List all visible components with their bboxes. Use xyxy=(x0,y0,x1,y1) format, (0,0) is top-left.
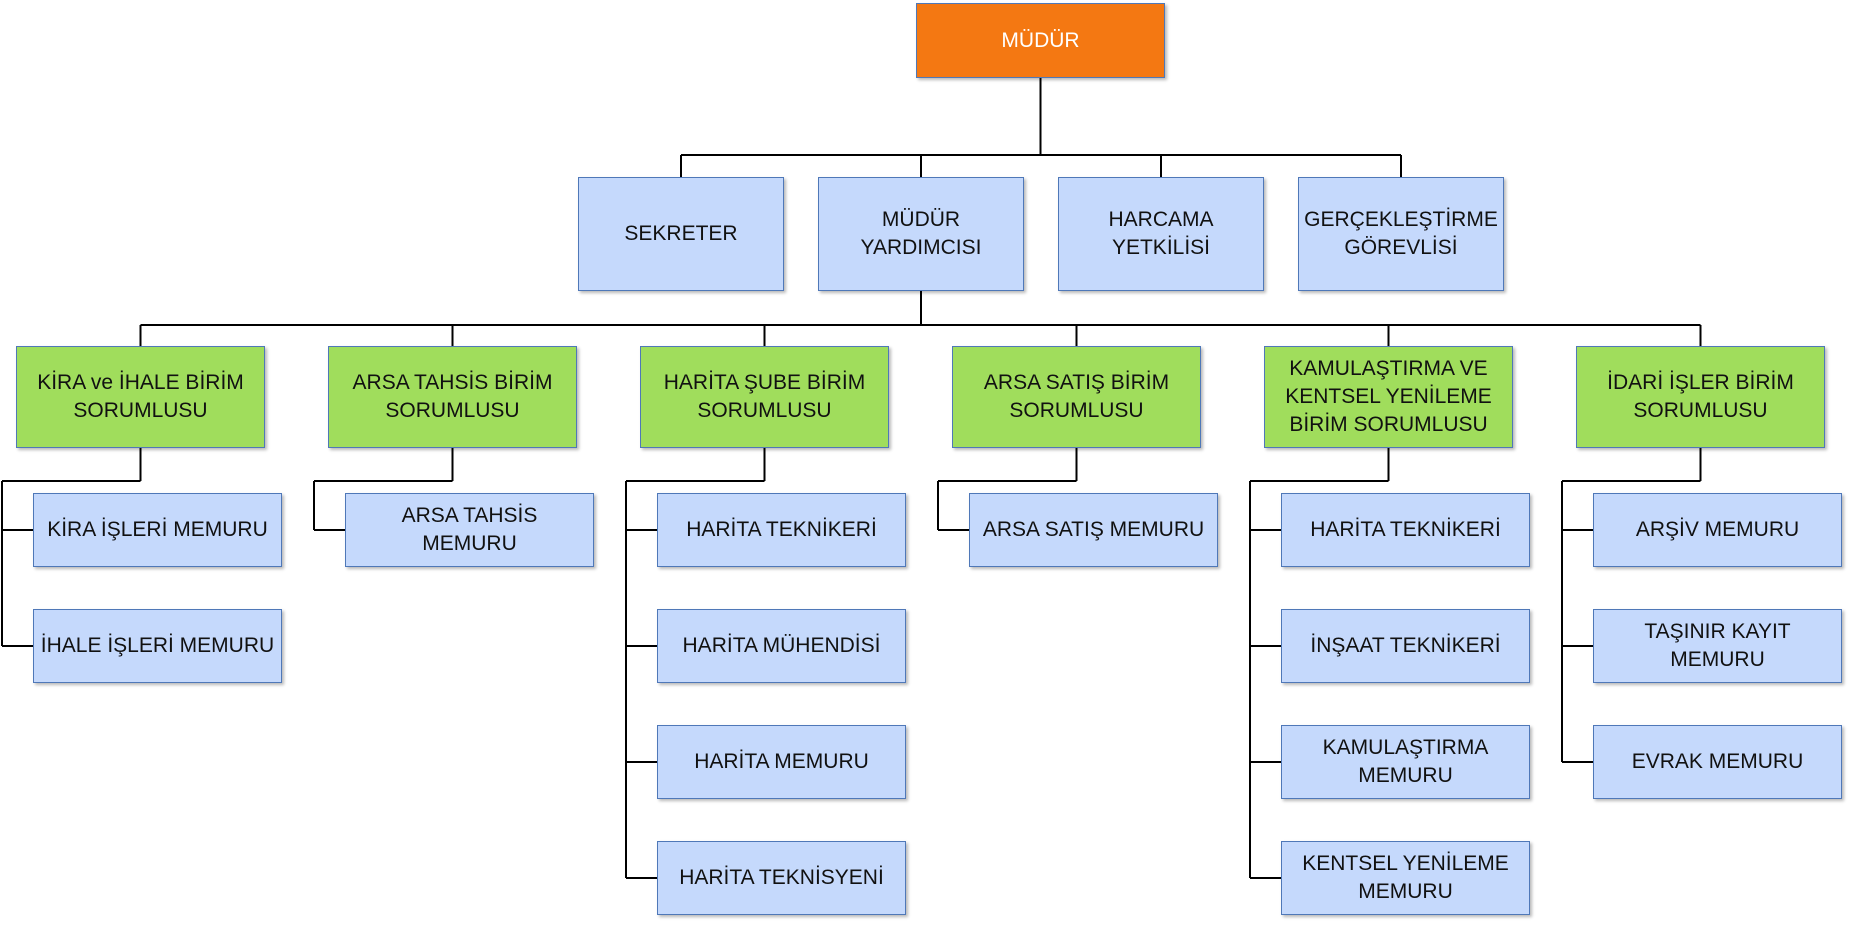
member-box-5-1: TAŞINIR KAYIT MEMURU xyxy=(1593,609,1842,683)
member-box-4-0-label: HARİTA TEKNİKERİ xyxy=(1310,518,1501,541)
member-box-0-1-label: İHALE İŞLERİ MEMURU xyxy=(40,634,275,657)
unit-lead-box-2: HARİTA ŞUBE BİRİM SORUMLUSU xyxy=(640,346,889,448)
member-box-2-0-label: HARİTA TEKNİKERİ xyxy=(686,518,877,541)
member-box-4-2-label: KAMULAŞTIRMA MEMURU xyxy=(1322,736,1489,787)
member-box-3-0: ARSA SATIŞ MEMURU xyxy=(969,493,1218,567)
member-box-4-1-label: İNŞAAT TEKNİKERİ xyxy=(1310,634,1501,657)
realization-officer-box-label: GERÇEKLEŞTİRME GÖREVLİSİ xyxy=(1304,208,1498,259)
unit-lead-box-0: KİRA ve İHALE BİRİM SORUMLUSU xyxy=(16,346,265,448)
member-box-4-2: KAMULAŞTIRMA MEMURU xyxy=(1281,725,1530,799)
director-box: MÜDÜR xyxy=(916,3,1165,78)
secretary-box: SEKRETER xyxy=(578,177,784,291)
member-box-1-0-label: ARSA TAHSİS MEMURU xyxy=(401,504,538,555)
member-box-5-0-label: ARŞİV MEMURU xyxy=(1635,518,1800,541)
unit-lead-box-4: KAMULAŞTIRMA VE KENTSEL YENİLEME BİRİM S… xyxy=(1264,346,1513,448)
spending-authority-box: HARCAMA YETKİLİSİ xyxy=(1058,177,1264,291)
member-box-5-2: EVRAK MEMURU xyxy=(1593,725,1842,799)
unit-lead-box-1: ARSA TAHSİS BİRİM SORUMLUSU xyxy=(328,346,577,448)
member-box-2-1-label: HARİTA MÜHENDİSİ xyxy=(682,634,881,657)
member-box-2-1: HARİTA MÜHENDİSİ xyxy=(657,609,906,683)
realization-officer-box: GERÇEKLEŞTİRME GÖREVLİSİ xyxy=(1298,177,1504,291)
secretary-box-label: SEKRETER xyxy=(624,222,738,245)
member-box-4-3: KENTSEL YENİLEME MEMURU xyxy=(1281,841,1530,915)
member-box-0-0-label: KİRA İŞLERİ MEMURU xyxy=(47,518,268,541)
unit-lead-box-5-label: İDARİ İŞLER BİRİM SORUMLUSU xyxy=(1607,371,1794,422)
spending-authority-box-label: HARCAMA YETKİLİSİ xyxy=(1108,208,1214,259)
member-box-0-1: İHALE İŞLERİ MEMURU xyxy=(33,609,282,683)
member-box-2-2: HARİTA MEMURU xyxy=(657,725,906,799)
unit-lead-box-2-label: HARİTA ŞUBE BİRİM SORUMLUSU xyxy=(663,371,866,422)
unit-lead-box-5: İDARİ İŞLER BİRİM SORUMLUSU xyxy=(1576,346,1825,448)
member-box-2-2-label: HARİTA MEMURU xyxy=(694,750,869,773)
member-box-4-0: HARİTA TEKNİKERİ xyxy=(1281,493,1530,567)
member-box-5-1-label: TAŞINIR KAYIT MEMURU xyxy=(1644,620,1791,671)
member-box-4-3-label: KENTSEL YENİLEME MEMURU xyxy=(1302,852,1509,903)
director-box-label: MÜDÜR xyxy=(1001,28,1080,52)
member-box-2-3: HARİTA TEKNİSYENİ xyxy=(657,841,906,915)
unit-lead-box-3: ARSA SATIŞ BİRİM SORUMLUSU xyxy=(952,346,1201,448)
unit-lead-box-4-label: KAMULAŞTIRMA VE KENTSEL YENİLEME BİRİM S… xyxy=(1285,357,1492,436)
member-box-2-0: HARİTA TEKNİKERİ xyxy=(657,493,906,567)
member-box-5-2-label: EVRAK MEMURU xyxy=(1631,750,1804,773)
member-box-5-0: ARŞİV MEMURU xyxy=(1593,493,1842,567)
unit-lead-box-3-label: ARSA SATIŞ BİRİM SORUMLUSU xyxy=(983,371,1170,422)
unit-lead-box-0-label: KİRA ve İHALE BİRİM SORUMLUSU xyxy=(37,371,244,422)
deputy-director-box: MÜDÜR YARDIMCISI xyxy=(818,177,1024,291)
deputy-director-box-label: MÜDÜR YARDIMCISI xyxy=(860,208,982,259)
member-box-0-0: KİRA İŞLERİ MEMURU xyxy=(33,493,282,567)
member-box-1-0: ARSA TAHSİS MEMURU xyxy=(345,493,594,567)
member-box-2-3-label: HARİTA TEKNİSYENİ xyxy=(679,866,884,889)
member-box-3-0-label: ARSA SATIŞ MEMURU xyxy=(982,518,1205,541)
unit-lead-box-1-label: ARSA TAHSİS BİRİM SORUMLUSU xyxy=(352,371,553,422)
member-box-4-1: İNŞAAT TEKNİKERİ xyxy=(1281,609,1530,683)
